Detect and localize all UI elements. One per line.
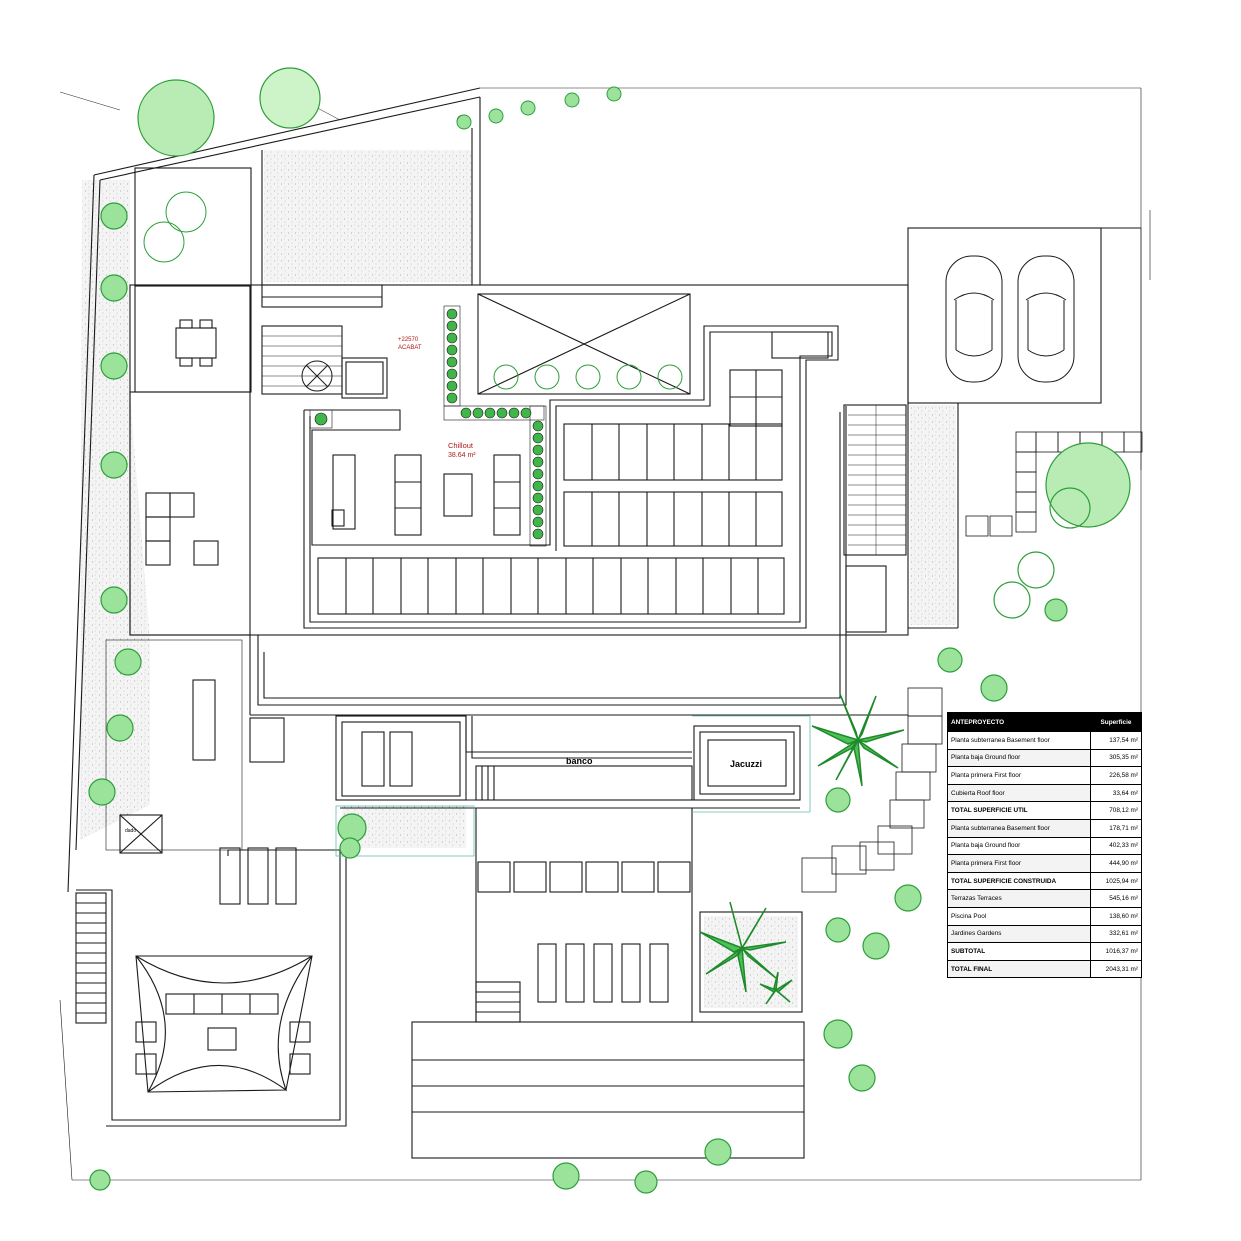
- jacuzzi-label: Jacuzzi: [730, 759, 762, 769]
- lounge-seating: [145, 492, 219, 566]
- chill-table: [443, 473, 473, 517]
- area-summary-table: ANTEPROYECTO Superficie Planta subterran…: [947, 712, 1142, 979]
- row-label: Planta baja Ground floor: [947, 748, 1091, 768]
- pavers-upper: [563, 369, 783, 547]
- row-value: 708,12 m²: [1090, 801, 1142, 820]
- row-label: Piscina Pool: [947, 906, 1091, 926]
- house-outline: [129, 284, 909, 636]
- garden-trees: [88, 67, 1131, 1194]
- bench-right: [493, 454, 521, 536]
- row-label: Planta subterranea Basement floor: [947, 731, 1091, 750]
- banco-label: banco: [566, 756, 593, 766]
- boundary-west-outer: [67, 174, 95, 893]
- site-boundary-north-inner: [99, 96, 481, 181]
- gravel-west-strip: [80, 180, 150, 840]
- row-value: 138,60 m²: [1090, 906, 1142, 926]
- garage: [907, 227, 1102, 404]
- row-value: 332,61 m²: [1090, 924, 1142, 944]
- gravel-north-courtyard: [264, 150, 472, 282]
- gravel-pool-planter: [704, 916, 798, 1008]
- shade-sail: [135, 955, 313, 1093]
- dining-table: [175, 327, 217, 359]
- dining-terrace: [134, 284, 252, 393]
- utility-tag: dado: [125, 828, 136, 834]
- outline-trees: [143, 191, 683, 390]
- car-left: [945, 255, 1003, 383]
- level-mark-top: +22570: [398, 337, 419, 343]
- east-stairs: [843, 404, 907, 556]
- row-label: Planta primera First floor: [947, 854, 1091, 873]
- row-label: SUBTOTAL: [947, 942, 1091, 961]
- row-value: 402,33 m²: [1090, 836, 1142, 856]
- boundary-thin-left: [59, 999, 73, 1181]
- palm-trees: [699, 693, 905, 1005]
- chillout-area: 38.64 m²: [448, 452, 476, 459]
- stair-tree: [301, 360, 333, 392]
- skylight: [477, 293, 691, 395]
- table-header-surface: Superficie: [1090, 712, 1142, 732]
- row-label: Cubierta Roof floor: [947, 783, 1091, 803]
- row-label: Terrazas Terraces: [947, 889, 1091, 908]
- table-header-title: ANTEPROYECTO: [947, 712, 1091, 732]
- bottom-steps: [411, 1021, 805, 1159]
- small-shrubs: [456, 86, 622, 130]
- level-mark-bottom: ACABAT: [398, 345, 422, 351]
- row-value: 305,35 m²: [1090, 748, 1142, 768]
- row-value: 137,54 m²: [1090, 731, 1142, 750]
- row-value: 178,71 m²: [1090, 818, 1142, 838]
- sun-loungers: [477, 861, 691, 1003]
- north-terrace: [134, 167, 252, 287]
- chillout-walls: [303, 325, 839, 629]
- row-label: Planta baja Ground floor: [947, 836, 1091, 856]
- row-value: 1025,94 m²: [1090, 871, 1142, 891]
- row-label: Planta subterranea Basement floor: [947, 818, 1091, 838]
- pool-edge: [335, 805, 475, 857]
- gravel-east-strip: [910, 405, 956, 625]
- row-value: 226,58 m²: [1090, 766, 1142, 785]
- bench-left: [394, 454, 422, 536]
- gravel-areas: [80, 150, 956, 1008]
- row-value: 2043,31 m²: [1090, 959, 1142, 979]
- west-room: [129, 391, 251, 636]
- row-value: 545,16 m²: [1090, 889, 1142, 908]
- pavers-lower: [317, 557, 785, 615]
- stair-treads: [262, 335, 906, 555]
- row-label: Jardines Gardens: [947, 924, 1091, 944]
- row-value: 444,90 m²: [1090, 854, 1142, 873]
- row-label: TOTAL FINAL: [947, 959, 1091, 979]
- lower-terrace: [76, 849, 341, 1121]
- pool-machine-room: [335, 715, 467, 801]
- chillout-label: Chillout: [448, 441, 474, 450]
- site-boundary-north: [93, 87, 481, 176]
- boundary-west-inner: [75, 179, 101, 851]
- row-label: TOTAL SUPERFICIE CONSTRUIDA: [947, 871, 1091, 891]
- row-value: 1016,37 m²: [1090, 942, 1142, 961]
- row-value: 33,64 m²: [1090, 783, 1142, 803]
- garden-steps: [801, 431, 1143, 893]
- row-label: Planta primera First floor: [947, 766, 1091, 785]
- car-right: [1017, 255, 1075, 383]
- row-label: TOTAL SUPERFICIE UTIL: [947, 801, 1091, 820]
- bench-banco: [475, 765, 693, 801]
- kitchen-island: [332, 454, 356, 530]
